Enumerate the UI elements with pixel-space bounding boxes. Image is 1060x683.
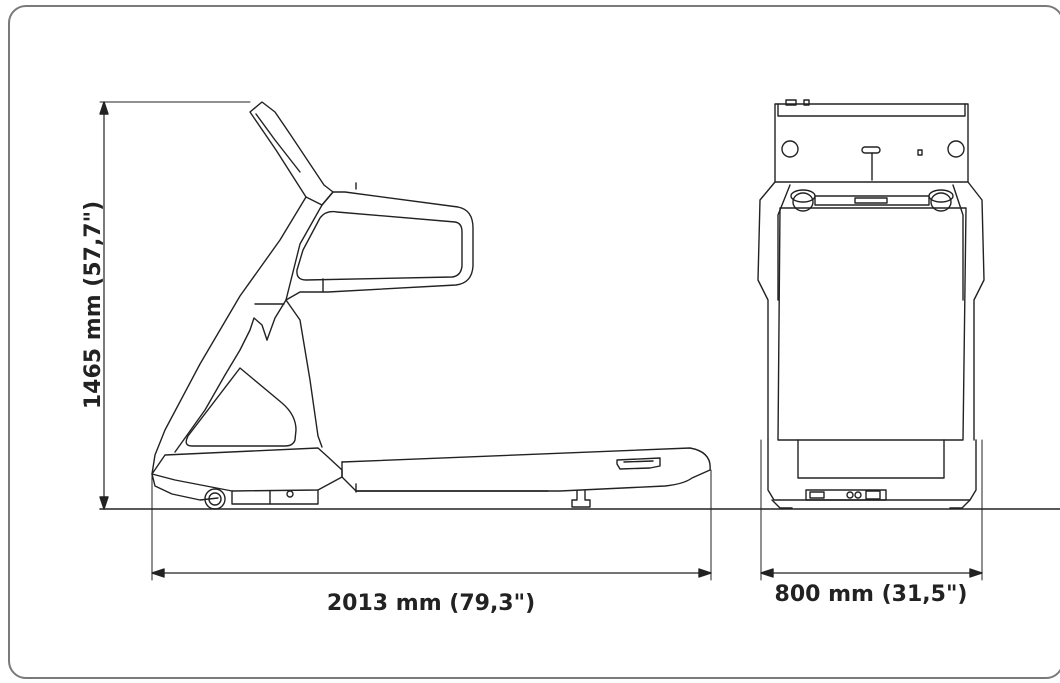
width-label: 800 mm (31,5") bbox=[775, 582, 968, 607]
drawing-frame bbox=[8, 5, 1060, 679]
height-label: 1465 mm (57,7") bbox=[81, 201, 106, 409]
length-dimension bbox=[151, 469, 712, 581]
treadmill-front-view bbox=[757, 99, 985, 509]
width-dimension bbox=[760, 439, 983, 581]
length-label: 2013 mm (79,3") bbox=[327, 591, 535, 616]
treadmill-side-view bbox=[151, 101, 711, 510]
height-dimension bbox=[99, 101, 251, 510]
